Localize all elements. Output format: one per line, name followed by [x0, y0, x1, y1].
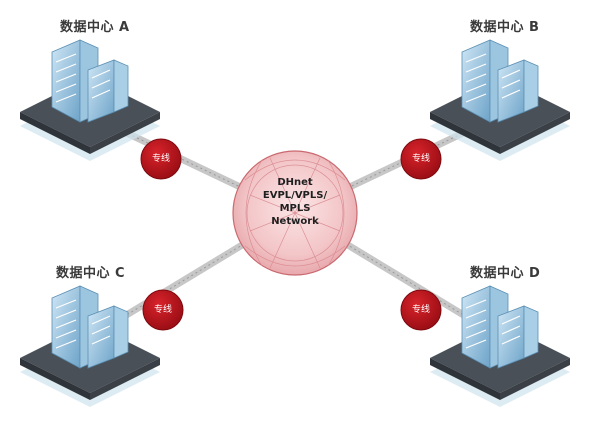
building-icon [461, 39, 539, 123]
data-center-d [430, 285, 570, 407]
data-center-d-label: 数据中心 D [470, 266, 541, 281]
leased-line-node-a [140, 138, 182, 180]
building-icon [51, 285, 129, 369]
hub-mesh [244, 157, 346, 269]
hub-label-line-4: Network [271, 216, 319, 227]
data-center-b [430, 39, 570, 161]
data-center-c [20, 285, 160, 407]
hub-label-line-2: EVPL/VPLS/ [262, 190, 328, 201]
leased-line-node-d [400, 289, 442, 331]
data-center-a-label: 数据中心 A [60, 20, 130, 35]
data-center-a [20, 39, 160, 161]
building-icon [461, 285, 539, 369]
hub-label-line-3: MPLS [279, 203, 311, 214]
leased-line-label-d: 专线 [411, 305, 430, 315]
leased-line-node-b [400, 138, 442, 180]
leased-line-label-a: 专线 [151, 154, 170, 164]
leased-line-node-c [142, 289, 184, 331]
hub-label-line-1: DHnet [277, 177, 313, 188]
hub-label: DHnet EVPL/VPLS/ MPLS Network [240, 176, 350, 228]
data-center-b-label: 数据中心 B [470, 20, 540, 35]
leased-line-label-c: 专线 [153, 305, 172, 315]
network-hub [232, 150, 358, 276]
leased-line-label-b: 专线 [411, 154, 430, 164]
data-center-c-label: 数据中心 C [56, 266, 126, 281]
building-icon [51, 39, 129, 123]
